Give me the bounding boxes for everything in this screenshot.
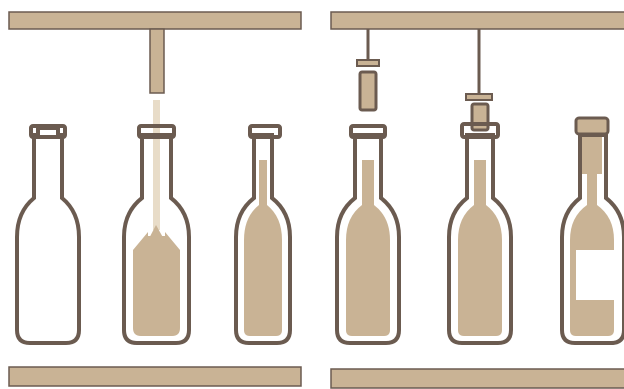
filling-bottle xyxy=(122,100,191,345)
cork-above-bottle xyxy=(335,124,401,345)
corking-bottle xyxy=(447,102,513,345)
labeled-bottle xyxy=(560,116,624,345)
bottom-rail xyxy=(8,366,302,387)
full-bottle xyxy=(234,124,292,345)
capsule xyxy=(574,116,610,136)
empty-bottle xyxy=(15,124,81,345)
top-rail xyxy=(330,11,624,30)
cork xyxy=(358,70,378,112)
filler-nozzle xyxy=(149,28,165,94)
cork xyxy=(470,102,490,132)
top-rail xyxy=(8,11,302,30)
bottom-rail xyxy=(330,368,624,389)
filling-panel xyxy=(8,11,302,387)
cork-plunger xyxy=(356,29,380,112)
fill-stream xyxy=(153,100,160,230)
corking-panel xyxy=(330,11,624,389)
cork-plunger xyxy=(465,29,493,101)
neck-foil xyxy=(582,134,602,174)
bottle-label xyxy=(576,250,614,300)
